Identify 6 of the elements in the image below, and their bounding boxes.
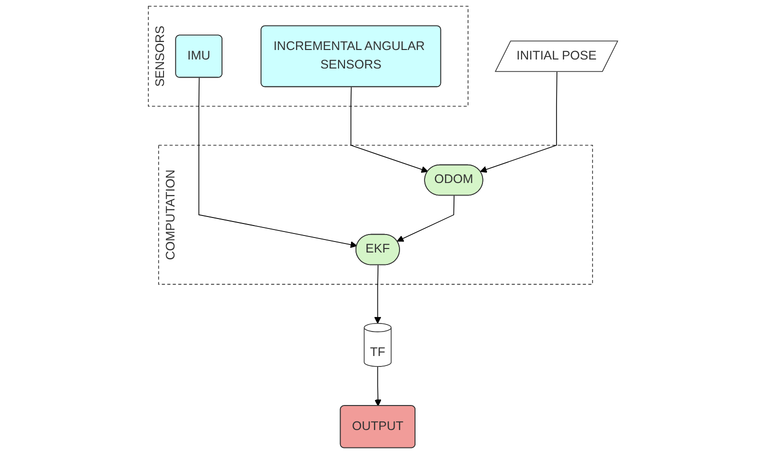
arrow	[350, 86, 428, 173]
arrow	[374, 366, 382, 406]
arrow	[480, 71, 558, 173]
arrow	[396, 195, 454, 242]
arrow	[198, 77, 358, 248]
arrow	[374, 264, 382, 324]
